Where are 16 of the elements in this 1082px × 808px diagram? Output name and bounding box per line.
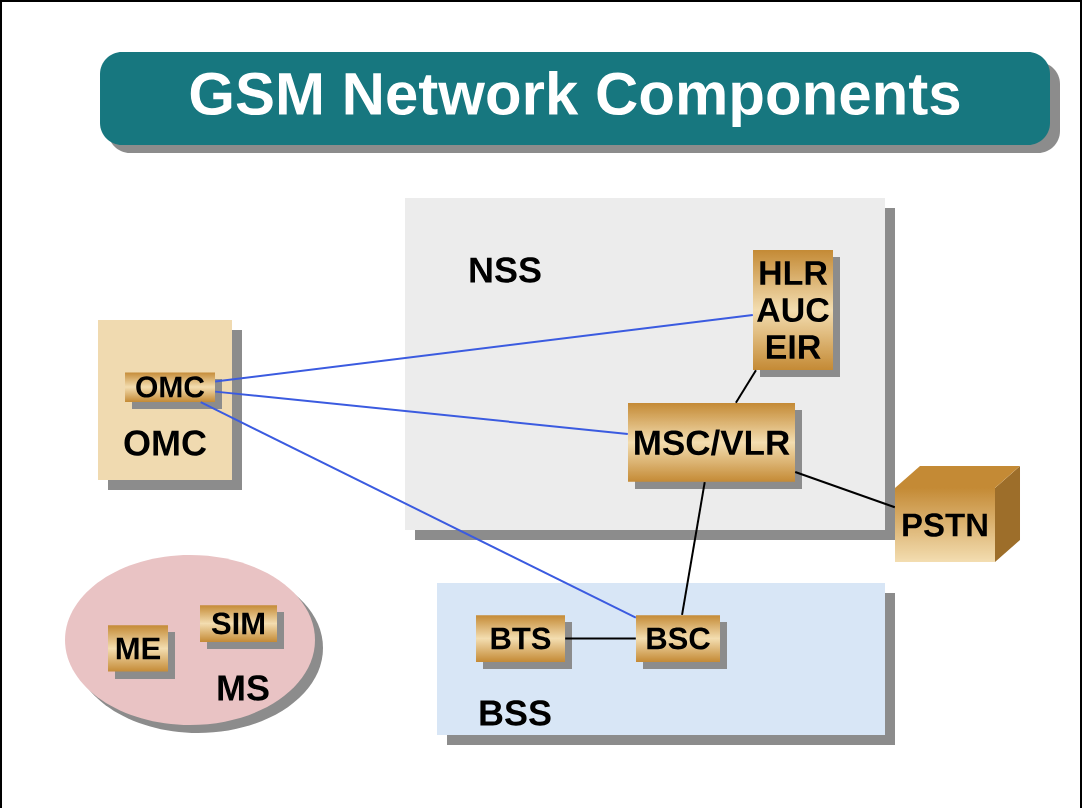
component-box: ME [108,625,175,679]
cube-box: PSTN [895,466,1020,562]
connector-line [199,401,637,619]
component-box: OMC [125,372,222,409]
component-box: SIM [200,605,284,649]
component-box: BSC [636,615,727,669]
connector-line [214,313,754,383]
component-box: HLR AUC EIR [753,250,840,377]
title-bar: GSM Network Components [100,52,1060,153]
component-box: MSC/VLR [628,403,802,489]
connector-line [734,369,757,404]
component-box: BTS [476,615,572,669]
connector-line [564,637,637,640]
connector-line [681,481,706,616]
connector-line [794,471,896,509]
connector-line [214,390,629,435]
